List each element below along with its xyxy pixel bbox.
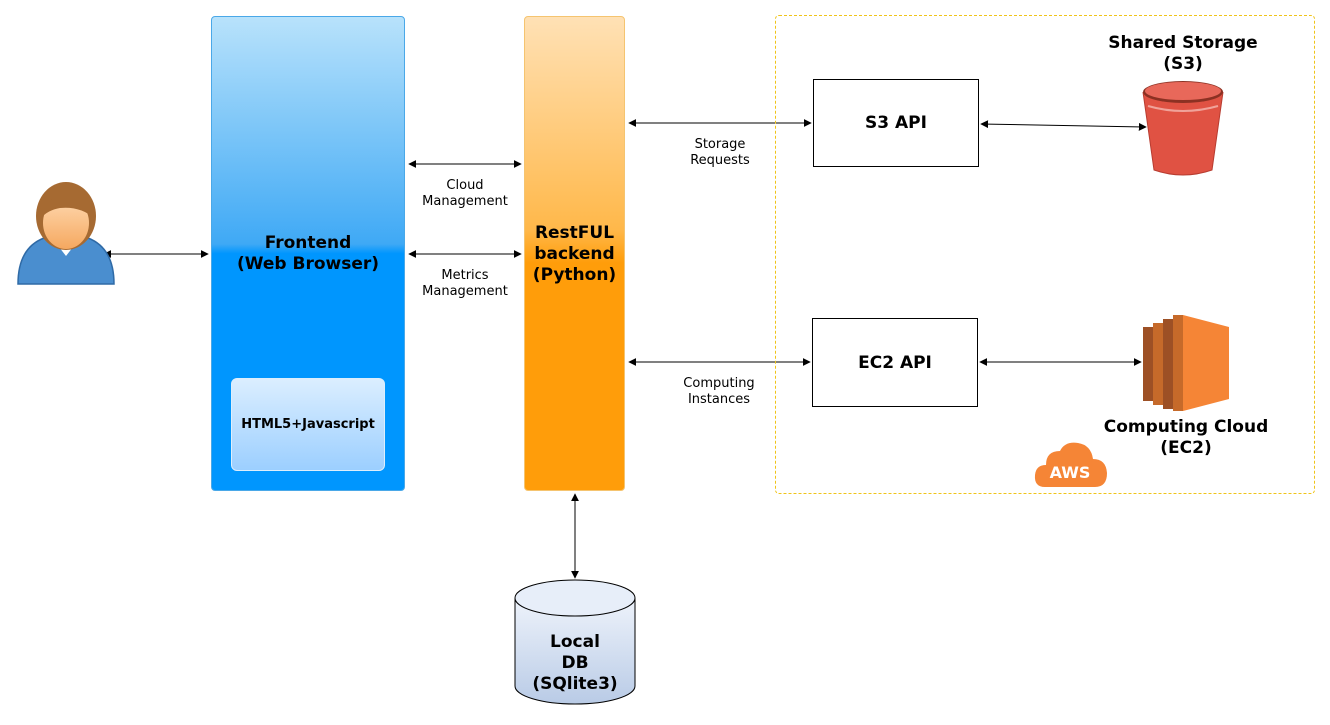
html5-javascript-block: HTML5+Javascript (231, 378, 385, 471)
cloud-management-line2: Management (422, 194, 508, 209)
computing-cloud-line2: (EC2) (1160, 438, 1212, 458)
aws-region (775, 15, 1315, 494)
storage-requests-line1: Storage (694, 137, 746, 152)
computing-cloud-line1: Computing Cloud (1103, 417, 1269, 437)
frontend-title-line2: (Web Browser) (236, 254, 380, 274)
s3-api-box: S3 API (813, 79, 979, 167)
computing-cloud-label: Computing Cloud (EC2) (1086, 417, 1286, 459)
computing-instances-label: Computing Instances (659, 376, 779, 408)
metrics-management-line2: Management (422, 284, 508, 299)
aws-logo-text: AWS (1050, 463, 1091, 482)
backend-block: RestFUL backend (Python) (524, 16, 625, 491)
aws-logo-icon: AWS (1034, 442, 1107, 487)
local-db-line3: (SQlite3) (532, 674, 618, 694)
frontend-title-line1: Frontend (264, 233, 352, 253)
user-avatar-icon (17, 182, 115, 285)
computing-instances-line1: Computing (683, 376, 755, 391)
backend-title-line2: backend (534, 244, 615, 264)
metrics-management-line1: Metrics (441, 268, 489, 283)
local-db-line1: Local (550, 632, 600, 652)
shared-storage-label: Shared Storage (S3) (1083, 33, 1283, 75)
cloud-management-line1: Cloud (446, 178, 484, 193)
storage-requests-label: Storage Requests (660, 137, 780, 169)
storage-requests-line2: Requests (690, 153, 750, 168)
shared-storage-line2: (S3) (1163, 54, 1203, 74)
s3-bucket-icon (1142, 81, 1224, 176)
local-db-line2: DB (561, 653, 589, 673)
cloud-management-label: Cloud Management (405, 178, 525, 210)
metrics-management-label: Metrics Management (405, 268, 525, 300)
local-db-icon (514, 579, 636, 705)
backend-title-line1: RestFUL (534, 223, 615, 243)
local-db-label: Local DB (SQlite3) (515, 632, 635, 695)
shared-storage-line1: Shared Storage (1108, 33, 1258, 53)
computing-instances-line2: Instances (687, 392, 751, 407)
arrow-s3api-storage (980, 120, 1147, 131)
backend-title-line3: (Python) (532, 265, 617, 285)
ec2-api-box: EC2 API (812, 318, 978, 407)
ec2-cloud-icon (1143, 315, 1229, 411)
